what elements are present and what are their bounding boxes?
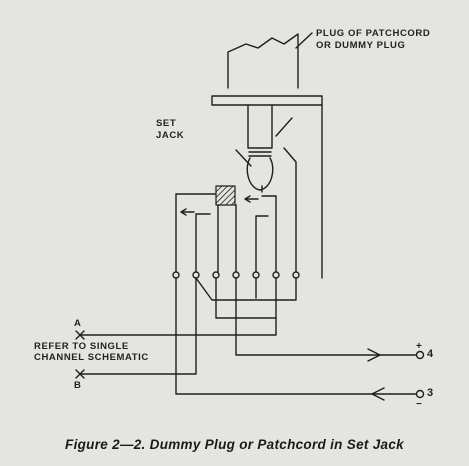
flow-arrow-3: [371, 387, 385, 401]
left-inner-spring: [195, 213, 211, 273]
terminal-4-label: 4: [427, 348, 434, 360]
terminal-3-label: 3: [427, 387, 434, 399]
wire-t4-to-4: [235, 277, 417, 356]
wire-a-line: [79, 317, 277, 336]
terminal-3-sign: −: [416, 399, 423, 410]
wire-t1-to-3: [175, 277, 417, 395]
jack-frame-plate: [211, 95, 323, 106]
sleeve-spring: [283, 147, 297, 273]
point-a-label: A: [74, 318, 82, 329]
arrow-right-head: [244, 195, 251, 203]
wire-b-line: [79, 277, 197, 375]
right-outer-spring: [261, 195, 277, 273]
set-jack-label-line2: JACK: [156, 130, 185, 141]
tip-spring-pointer: [235, 149, 252, 167]
figure-caption: Figure 2—2. Dummy Plug or Patchcord in S…: [65, 437, 404, 452]
point-b-label: B: [74, 380, 82, 391]
plug-tip: [246, 157, 274, 191]
left-outer-spring: [175, 193, 217, 273]
terminal-6: [272, 271, 280, 279]
plug-label-line1: PLUG OF PATCHCORD: [316, 28, 431, 39]
reference-label-line1: REFER TO SINGLE: [34, 341, 129, 352]
wire-t3-to-t6: [215, 277, 277, 319]
output-terminal-4: [415, 350, 425, 360]
terminal-4: [232, 271, 240, 279]
set-jack-label-line1: SET: [156, 118, 177, 129]
right-inner-spring: [255, 215, 269, 273]
point-b-mark: [75, 369, 85, 379]
point-a-mark: [75, 330, 85, 340]
terminal-5: [252, 271, 260, 279]
plug-body: [227, 33, 299, 89]
terminal-7: [292, 271, 300, 279]
terminal-4-sign: +: [416, 341, 423, 352]
flow-arrow-4: [367, 348, 381, 362]
insulator-block: [215, 185, 236, 206]
sleeve-spring-pointer: [275, 117, 293, 137]
output-terminal-3: [415, 389, 425, 399]
terminal-3: [212, 271, 220, 279]
plug-leader-line: [295, 32, 313, 49]
arrow-left-head: [180, 208, 187, 216]
plug-label-line2: OR DUMMY PLUG: [316, 40, 406, 51]
wire-t2-to-t7: [195, 277, 297, 301]
reference-label-line2: CHANNEL SCHEMATIC: [34, 352, 149, 363]
plug-sleeve: [247, 104, 273, 149]
terminal-2: [192, 271, 200, 279]
terminal-1: [172, 271, 180, 279]
